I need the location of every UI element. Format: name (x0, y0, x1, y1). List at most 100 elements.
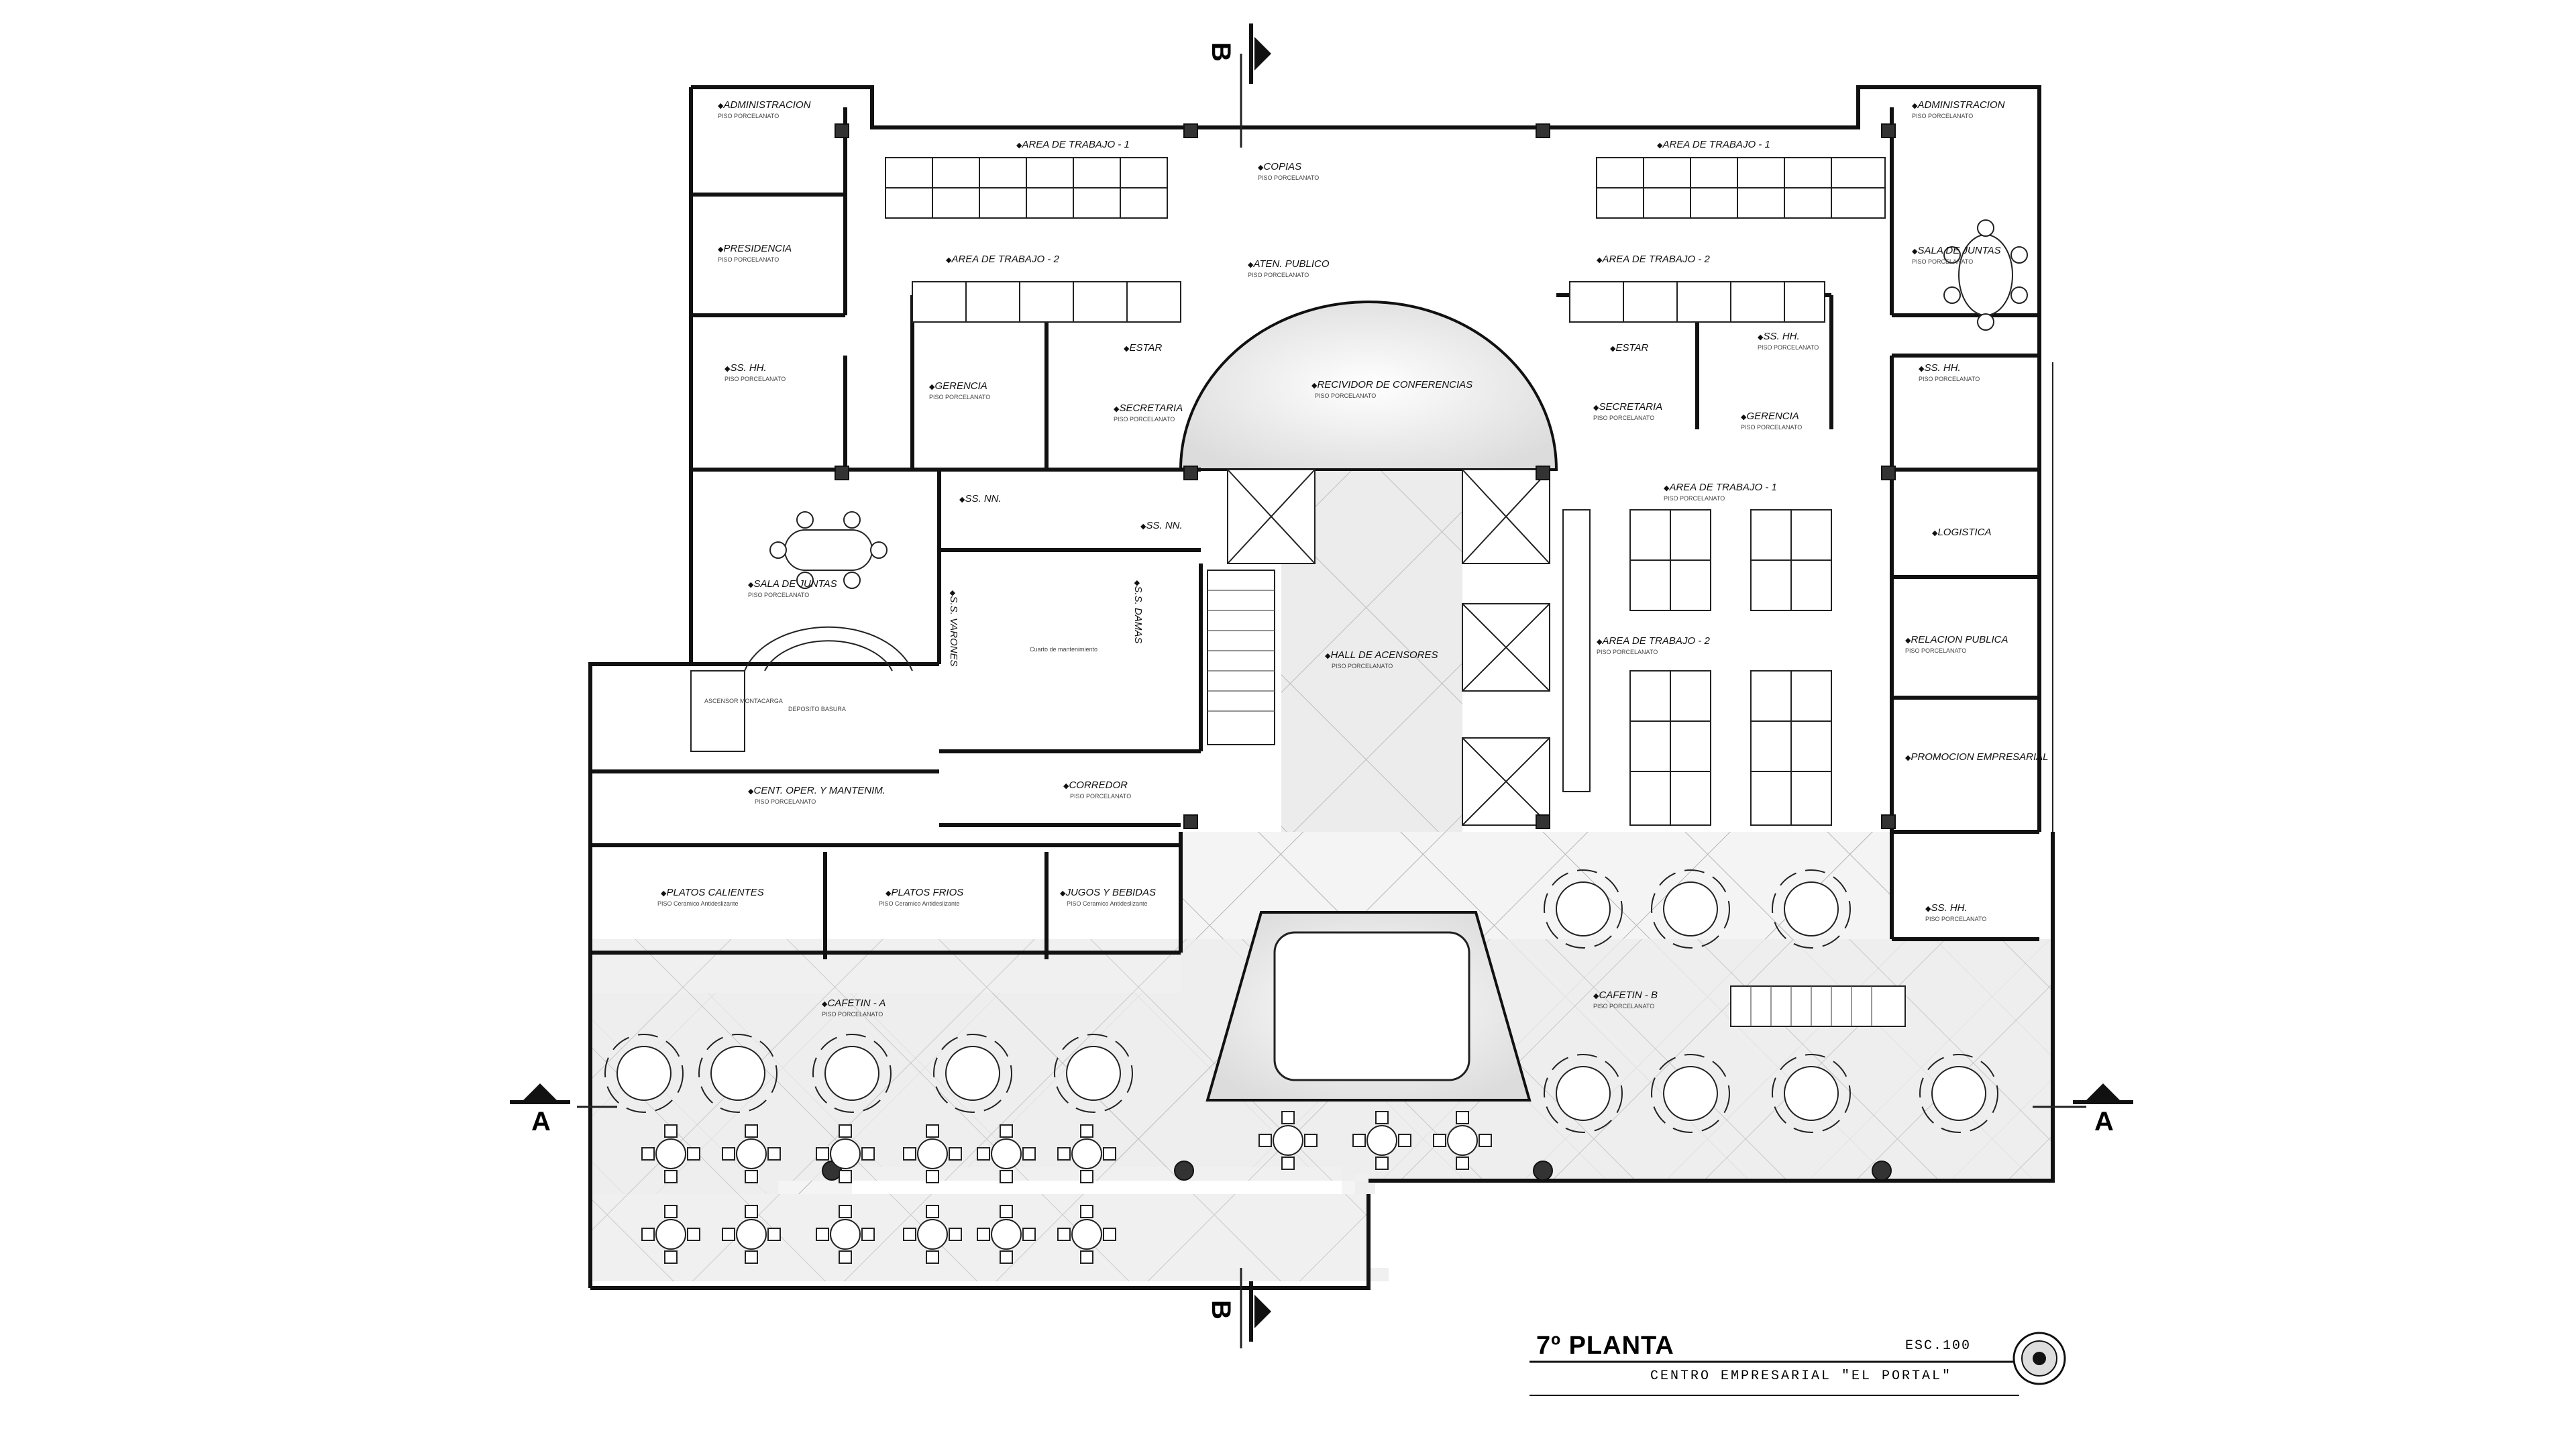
stairs (1207, 570, 1906, 1027)
cafe-chair (1080, 1250, 1093, 1264)
round-cafe-table (710, 1046, 765, 1101)
cafe-chair (1022, 1228, 1036, 1241)
small-cafe-table (830, 1138, 861, 1169)
cafe-chair (687, 1228, 700, 1241)
cafe-chair (1022, 1147, 1036, 1161)
cafe-chair (664, 1170, 678, 1183)
cafe-chair (687, 1147, 700, 1161)
cafe-chair (977, 1228, 990, 1241)
cafe-chair (1352, 1134, 1366, 1147)
exterior-walls (588, 85, 2055, 1290)
cafe-chair (1000, 1250, 1013, 1264)
section-marker-a-right (2073, 1083, 2133, 1104)
cafe-chair (861, 1228, 875, 1241)
cafe-chair (767, 1228, 781, 1241)
table-chairs-ring (1054, 1034, 1133, 1113)
small-cafe-table (917, 1138, 948, 1169)
table-chairs-ring (698, 1034, 777, 1113)
cafe-chair (1304, 1134, 1318, 1147)
cafe-chair (664, 1124, 678, 1138)
conference-table-right (1943, 219, 2028, 331)
small-cafe-table (1273, 1125, 1303, 1156)
table-chairs-ring (1544, 1054, 1623, 1133)
cafe-chair (861, 1147, 875, 1161)
cafe-chair (816, 1147, 829, 1161)
small-cafe-table (736, 1138, 767, 1169)
table-chairs-ring (604, 1034, 684, 1113)
elevator-shafts (690, 469, 1550, 826)
lobby-rotunda-floor (1179, 301, 1558, 471)
cafe-chair (664, 1205, 678, 1218)
cafe-chair (1375, 1111, 1389, 1124)
cafe-chair (722, 1228, 735, 1241)
cafe-chair (722, 1147, 735, 1161)
interior-walls (590, 107, 2039, 959)
cafe-chair (1456, 1157, 1469, 1170)
cafe-chair (1057, 1228, 1071, 1241)
cafe-chair (1080, 1170, 1093, 1183)
small-cafe-table (655, 1219, 686, 1250)
cafe-chair (903, 1228, 916, 1241)
table-chairs-ring (933, 1034, 1012, 1113)
round-cafe-table (1784, 881, 1839, 936)
cafe-chair (839, 1250, 852, 1264)
conference-table-left (744, 511, 913, 672)
round-cafe-table (616, 1046, 672, 1101)
cafe-chair (1375, 1157, 1389, 1170)
small-cafe-table (655, 1138, 686, 1169)
cafe-chair (816, 1228, 829, 1241)
cafe-chair (1080, 1124, 1093, 1138)
small-cafe-table (991, 1219, 1022, 1250)
cafe-chair (1057, 1147, 1071, 1161)
cafe-chair (949, 1228, 962, 1241)
small-cafe-table (736, 1219, 767, 1250)
cafe-chair (745, 1205, 758, 1218)
small-cafe-table (830, 1219, 861, 1250)
small-cafe-table (991, 1138, 1022, 1169)
structural-columns (822, 123, 1896, 1181)
cafe-chair (745, 1170, 758, 1183)
cafe-chair (1456, 1111, 1469, 1124)
table-chairs-ring (1651, 1054, 1730, 1133)
small-cafe-table (1071, 1138, 1102, 1169)
table-chairs-ring (1651, 869, 1730, 949)
cafe-chair (1281, 1157, 1295, 1170)
round-cafe-table (1556, 881, 1611, 936)
round-cafe-table (824, 1046, 879, 1101)
table-chairs-ring (1919, 1054, 1998, 1133)
cafe-chair (1000, 1205, 1013, 1218)
table-chairs-ring (1772, 869, 1851, 949)
cafe-chair (926, 1170, 939, 1183)
cafe-chair (839, 1205, 852, 1218)
cafe-chair (767, 1147, 781, 1161)
cafe-chair (1103, 1228, 1116, 1241)
cafe-chair (1000, 1170, 1013, 1183)
center-lounge (1205, 911, 1532, 1102)
cafe-chair (1281, 1111, 1295, 1124)
section-marker-a-left (510, 1083, 570, 1104)
cafe-chair (1258, 1134, 1272, 1147)
cafe-chair (903, 1147, 916, 1161)
cafe-chair (1398, 1134, 1411, 1147)
cafe-chair (641, 1147, 655, 1161)
cafe-chair (1000, 1124, 1013, 1138)
cafe-tables (604, 869, 1998, 1264)
cafe-chair (1433, 1134, 1446, 1147)
cafe-chair (745, 1250, 758, 1264)
small-cafe-table (1447, 1125, 1478, 1156)
table-chairs-ring (1772, 1054, 1851, 1133)
small-cafe-table (1366, 1125, 1397, 1156)
round-cafe-table (1784, 1066, 1839, 1121)
cafe-chair (949, 1147, 962, 1161)
workstations-top-right (1569, 157, 1886, 323)
cafe-chair (641, 1228, 655, 1241)
cafe-chair (977, 1147, 990, 1161)
round-cafe-table (1663, 1066, 1718, 1121)
cafe-chair (839, 1170, 852, 1183)
cafe-chair (1479, 1134, 1492, 1147)
cafe-chair (664, 1250, 678, 1264)
small-cafe-table (1071, 1219, 1102, 1250)
cafe-chair (1103, 1147, 1116, 1161)
table-chairs-ring (1544, 869, 1623, 949)
